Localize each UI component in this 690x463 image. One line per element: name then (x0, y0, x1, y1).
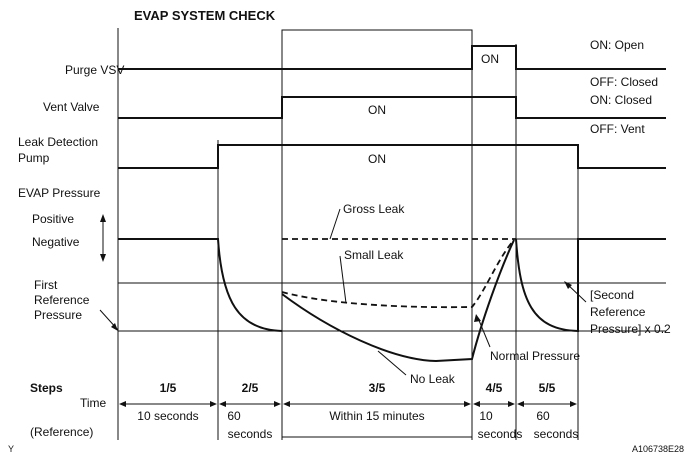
positive-label: Positive (32, 212, 74, 226)
vent-off-label: OFF: Vent (590, 122, 645, 136)
leak-pump-label-1: Leak Detection (18, 135, 98, 149)
pressure-direction-arrow (100, 214, 106, 262)
leak-pump-signal (118, 144, 666, 169)
time-2b: seconds (228, 427, 273, 441)
first-ref-label-2: Reference (34, 293, 90, 307)
time-4b: seconds (478, 427, 523, 441)
small-leak-curve (281, 239, 515, 309)
time-3: Within 15 minutes (329, 409, 424, 423)
time-2a: 60 (227, 409, 241, 423)
diagram-title: EVAP SYSTEM CHECK (134, 8, 276, 23)
small-leak-label: Small Leak (344, 248, 404, 262)
time-5a: 60 (536, 409, 550, 423)
step-1: 1/5 (160, 381, 177, 395)
first-ref-label-3: Pressure (34, 308, 82, 322)
purge-on-open-label: ON: Open (590, 38, 644, 52)
vent-valve-signal (118, 96, 666, 119)
time-1: 10 seconds (137, 409, 198, 423)
steps-label: Steps (30, 381, 63, 395)
time-4a: 10 (479, 409, 493, 423)
no-leak-curve (281, 239, 515, 363)
normal-pressure-label: Normal Pressure (490, 349, 580, 363)
time-arrows (119, 401, 577, 407)
evap-pressure-step5 (515, 238, 666, 333)
no-leak-label: No Leak (410, 372, 456, 386)
time-5b: seconds (534, 427, 579, 441)
step-boundaries (117, 28, 579, 440)
vent-valve-label: Vent Valve (43, 100, 100, 114)
purge-off-closed-label: OFF: Closed (590, 75, 658, 89)
first-ref-arrow (99, 309, 119, 331)
second-ref-label-3: Pressure] x 0.2 (590, 322, 671, 336)
evap-pressure-step1-2 (118, 238, 283, 332)
leak-pump-label-2: Pump (18, 151, 50, 165)
vent-on-closed-label: ON: Closed (590, 93, 652, 107)
evap-pressure-label: EVAP Pressure (18, 186, 101, 200)
time-label: Time (80, 396, 107, 410)
pump-on-label: ON (368, 152, 386, 166)
purge-vsv-label: Purge VSV (65, 63, 124, 77)
gross-leak-label: Gross Leak (343, 202, 405, 216)
second-ref-arrow (564, 281, 587, 303)
negative-label: Negative (32, 235, 80, 249)
small-leak-leader (339, 255, 347, 304)
second-ref-label-2: Reference (590, 305, 646, 319)
step-3: 3/5 (369, 381, 386, 395)
footer-mark: Y (8, 444, 14, 454)
figure-code: A106738E28 (632, 444, 684, 454)
reference-label: (Reference) (30, 425, 93, 439)
step-5: 5/5 (539, 381, 556, 395)
normal-pressure-arrow (474, 314, 491, 348)
second-ref-label-1: [Second (590, 288, 634, 302)
vent-on-label: ON (368, 103, 386, 117)
first-ref-label-1: First (34, 278, 58, 292)
purge-vsv-signal (118, 45, 666, 70)
step-2: 2/5 (242, 381, 259, 395)
purge-on-label: ON (481, 52, 499, 66)
step-4: 4/5 (486, 381, 503, 395)
step3-region-box (281, 29, 473, 438)
no-leak-leader (377, 350, 407, 376)
gross-leak-leader (329, 208, 341, 240)
